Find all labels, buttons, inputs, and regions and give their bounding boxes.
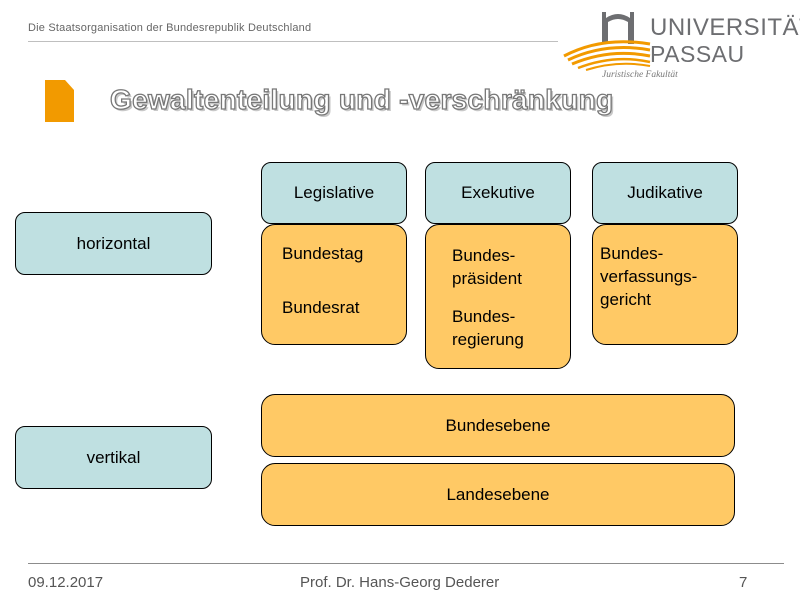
slide-subtitle: Die Staatsorganisation der Bundesrepubli… (28, 22, 312, 34)
judicative-item: Bundes- (600, 244, 664, 263)
federal-level-label: Bundesebene (445, 415, 551, 435)
horizontal-label-box: horizontal (15, 212, 212, 275)
legislative-content: Bundestag Bundesrat (261, 224, 407, 345)
executive-item: regierung (452, 330, 524, 349)
header-divider (28, 41, 558, 42)
passau-logo-icon (563, 12, 651, 71)
judicative-content: Bundes- verfassungs- gericht (592, 224, 738, 345)
title-bullet-icon (45, 80, 74, 122)
judicative-label: Judikative (627, 183, 703, 202)
slide-title: Gewaltenteilung und -verschränkung (109, 83, 614, 115)
state-level-label: Landesebene (446, 484, 550, 504)
executive-header: Exekutive (425, 162, 571, 224)
logo-faculty: Juristische Fakultät (602, 70, 678, 80)
legislative-label: Legislative (293, 183, 375, 202)
executive-item: Bundes- (452, 246, 516, 265)
executive-item: präsident (452, 269, 522, 288)
judicative-item: gericht (600, 290, 652, 309)
horizontal-label: horizontal (76, 233, 151, 253)
judicative-header: Judikative (592, 162, 738, 224)
vertical-label: vertikal (86, 447, 141, 467)
executive-label: Exekutive (461, 183, 535, 202)
footer-date: 09.12.2017 (28, 574, 104, 591)
vertical-label-box: vertikal (15, 426, 212, 489)
legislative-item: Bundestag (282, 244, 364, 263)
state-level-box: Landesebene (261, 463, 735, 526)
legislative-item: Bundesrat (282, 298, 360, 317)
logo-name-line1: UNIVERSITÄT (650, 14, 800, 41)
footer-divider (28, 563, 784, 564)
university-logo: UNIVERSITÄT PASSAU Juristische Fakultät (562, 8, 800, 84)
executive-content: Bundes- präsident Bundes- regierung (425, 224, 571, 369)
page-number: 7 (739, 574, 748, 591)
logo-name-line2: PASSAU (650, 41, 745, 67)
footer-author: Prof. Dr. Hans-Georg Dederer (300, 574, 500, 591)
judicative-item: verfassungs- (600, 267, 698, 286)
legislative-header: Legislative (261, 162, 407, 224)
federal-level-box: Bundesebene (261, 394, 735, 457)
executive-item: Bundes- (452, 307, 516, 326)
